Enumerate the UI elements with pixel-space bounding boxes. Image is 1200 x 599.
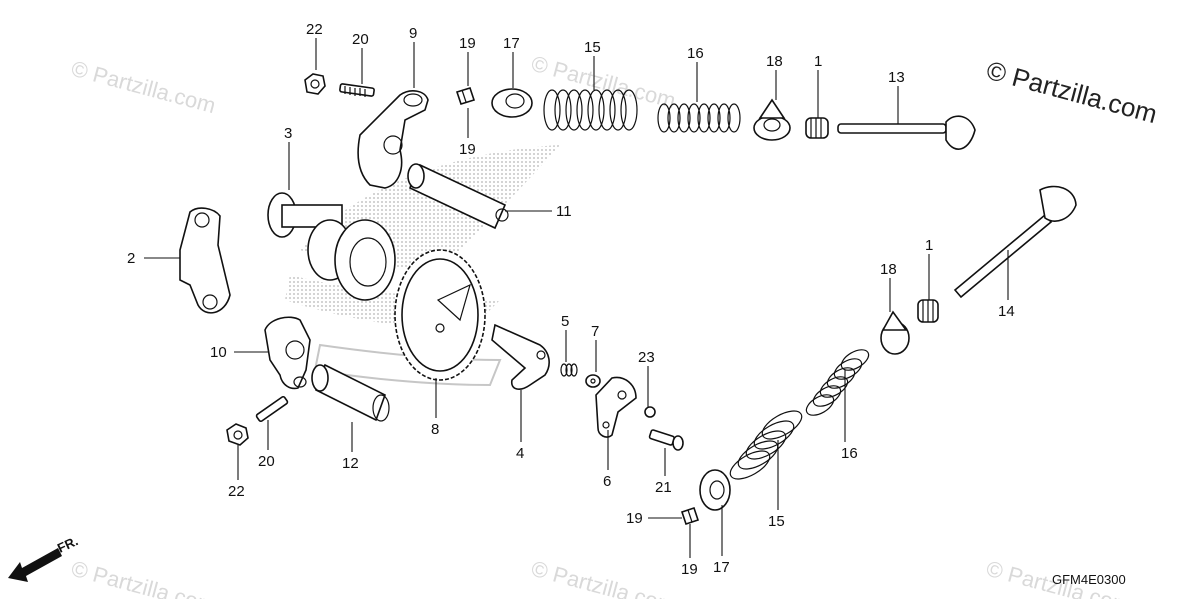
watermark-text: © Partzilla.com: [69, 556, 219, 599]
callout-17: 17: [713, 559, 730, 576]
diagram-code: GFM4E0300: [1052, 572, 1126, 587]
part-17-spring-seat-lower: [699, 469, 731, 511]
callout-3: 3: [284, 125, 292, 142]
callout-21: 21: [655, 479, 672, 496]
part-2-bracket: [179, 207, 231, 314]
callout-19: 19: [459, 35, 476, 52]
part-10-rocker-arm: [264, 316, 311, 390]
watermark-text: © Partzilla.com: [529, 556, 679, 599]
callout-23: 23: [638, 349, 655, 366]
part-16-inner-spring-lower: [805, 349, 870, 416]
callout-1: 1: [925, 237, 933, 254]
part-13-intake-valve: [837, 115, 976, 150]
callout-2: 2: [127, 250, 135, 267]
callout-19: 19: [626, 510, 643, 527]
callout-19: 19: [681, 561, 698, 578]
front-direction-label: FR.: [55, 533, 80, 555]
callout-6: 6: [603, 473, 611, 490]
callout-20: 20: [258, 453, 275, 470]
callout-13: 13: [888, 69, 905, 86]
part-16-inner-spring-top: [657, 103, 741, 133]
callout-18: 18: [880, 261, 897, 278]
part-6-plate: [595, 376, 637, 438]
part-12-rocker-shaft: [311, 363, 390, 422]
part-18-spring-retainer-top: [753, 98, 791, 141]
part-1-stem-seal-top: [805, 117, 829, 139]
part-21-bolt: [648, 429, 684, 451]
leader-lines: [144, 38, 1009, 558]
part-19-valve-cotter-lower: [680, 506, 700, 526]
part-18-spring-retainer-lower: [880, 310, 910, 355]
callout-18: 18: [766, 53, 783, 70]
part-19-valve-cotter-top: [455, 87, 476, 105]
part-17-spring-seat-top: [491, 88, 533, 118]
part-22-nut-lower: [226, 423, 249, 446]
callout-15: 15: [768, 513, 785, 530]
callout-16: 16: [687, 45, 704, 62]
callout-22: 22: [306, 21, 323, 38]
part-20-stud-top: [339, 83, 375, 97]
part-15-outer-spring-top: [543, 89, 638, 131]
part-15-outer-spring-lower: [729, 410, 803, 480]
part-3-camshaft: [267, 192, 396, 301]
callout-7: 7: [591, 323, 599, 340]
part-1-stem-seal-lower: [917, 299, 939, 323]
part-22-nut-top: [304, 73, 326, 95]
watermark-text: © Partzilla.com: [69, 56, 219, 119]
part-23-washer: [644, 406, 656, 418]
part-20-stud-lower: [255, 395, 289, 423]
callout-8: 8: [431, 421, 439, 438]
callout-17: 17: [503, 35, 520, 52]
callout-10: 10: [210, 344, 227, 361]
part-11-rocker-shaft: [407, 163, 509, 230]
copyright-text: © Partzilla.com: [983, 55, 1160, 129]
callout-4: 4: [516, 445, 524, 462]
callout-12: 12: [342, 455, 359, 472]
callout-19: 19: [459, 141, 476, 158]
part-7-washer: [585, 374, 601, 388]
callout-20: 20: [352, 31, 369, 48]
callout-9: 9: [409, 25, 417, 42]
part-14-exhaust-valve: [953, 185, 1077, 299]
callout-14: 14: [998, 303, 1015, 320]
callout-5: 5: [561, 313, 569, 330]
part-8-cam-sprocket: [394, 249, 486, 381]
callout-22: 22: [228, 483, 245, 500]
callout-11: 11: [556, 203, 572, 220]
callout-15: 15: [584, 39, 601, 56]
callout-1: 1: [814, 53, 822, 70]
part-9-rocker-arm: [357, 90, 429, 189]
part-4-decomp-arm: [491, 323, 550, 390]
part-5-spring: [560, 363, 578, 377]
callouts: 22 20 9 19 19 17 15 16 18 1 13 3 2 11 10…: [127, 21, 1015, 578]
callout-16: 16: [841, 445, 858, 462]
